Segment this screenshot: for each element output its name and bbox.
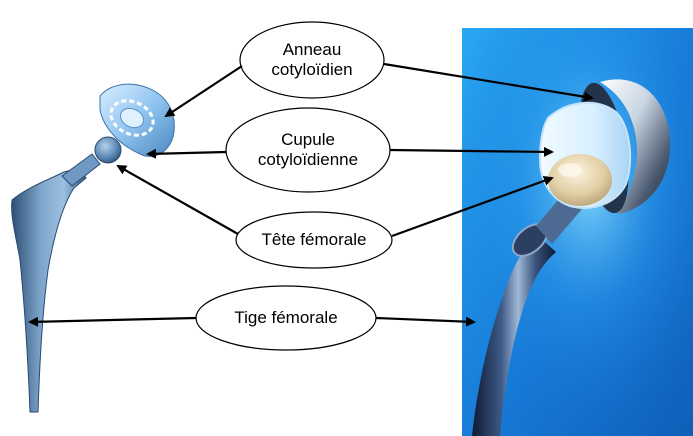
label-anneau-line1: Anneau [232, 40, 392, 60]
arrow-tete-left [118, 166, 238, 234]
arrow-tige-right [376, 318, 474, 322]
arrow-anneau-left [166, 66, 242, 116]
arrow-tige-left [30, 318, 196, 322]
prosthesis-photo [462, 28, 693, 436]
label-cupule-line2: cotyloïdienne [228, 150, 388, 170]
label-cupule-line1: Cupule [228, 130, 388, 150]
label-tige-femorale: Tige fémorale [206, 308, 366, 328]
label-anneau-cotyloidien: Anneau cotyloïdien [232, 40, 392, 80]
prosthesis-drawing [12, 84, 175, 412]
label-tete-femorale: Tête fémorale [234, 230, 394, 250]
label-cupule-cotyloidienne: Cupule cotyloïdienne [228, 130, 388, 170]
label-anneau-line2: cotyloïdien [232, 60, 392, 80]
